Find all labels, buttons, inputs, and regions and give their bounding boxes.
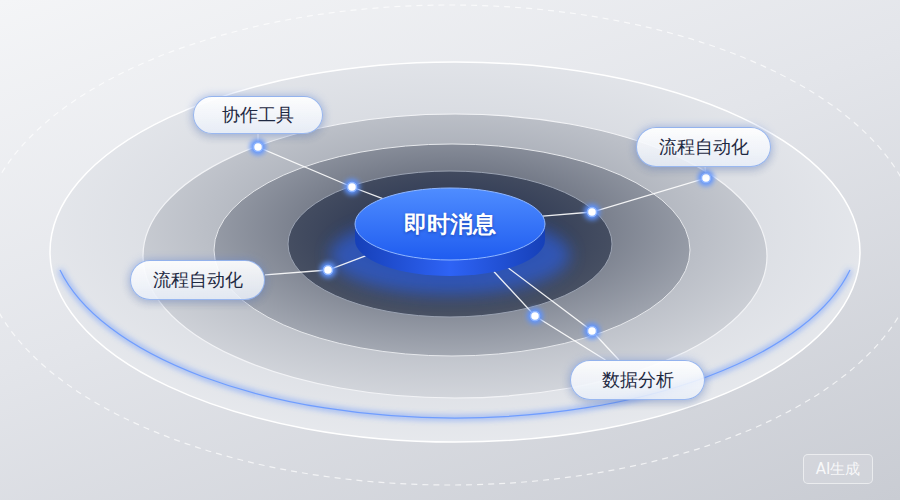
node-dot-glow <box>584 323 600 339</box>
feature-pill: 数据分析 <box>570 360 705 400</box>
node-dot <box>324 266 333 275</box>
node-dot <box>531 312 540 321</box>
connector-line <box>481 258 605 360</box>
node-dot-glow <box>584 204 600 220</box>
node-dot-glow <box>698 170 714 186</box>
dashed-orbit <box>0 5 900 485</box>
feature-label: 流程自动化 <box>659 135 749 159</box>
connector-line <box>493 256 619 360</box>
node-dot-glow <box>527 308 543 324</box>
node-dot <box>702 174 711 183</box>
connector-line <box>543 167 706 216</box>
node-dot <box>588 327 597 336</box>
outer-ring <box>50 62 860 442</box>
feature-pill: 流程自动化 <box>130 260 265 300</box>
node-dot-glow <box>320 262 336 278</box>
watermark: AI生成 <box>803 454 873 484</box>
feature-pill: 流程自动化 <box>636 127 771 167</box>
node-dot-glow <box>344 179 360 195</box>
inner-ring <box>214 144 690 356</box>
disc-top <box>355 188 545 260</box>
middle-ring <box>143 114 767 398</box>
center-disc: 即时消息 <box>355 186 545 274</box>
node-dot <box>254 143 263 152</box>
center-title: 即时消息 <box>404 209 496 240</box>
feature-label: 数据分析 <box>602 368 674 392</box>
connector-line <box>258 134 383 199</box>
feature-label: 协作工具 <box>222 103 294 127</box>
node-dot <box>588 208 597 217</box>
node-dot-glow <box>250 139 266 155</box>
feature-label: 流程自动化 <box>153 268 243 292</box>
feature-pill: 协作工具 <box>193 96 323 134</box>
node-dot <box>348 183 357 192</box>
center-well <box>288 171 612 317</box>
